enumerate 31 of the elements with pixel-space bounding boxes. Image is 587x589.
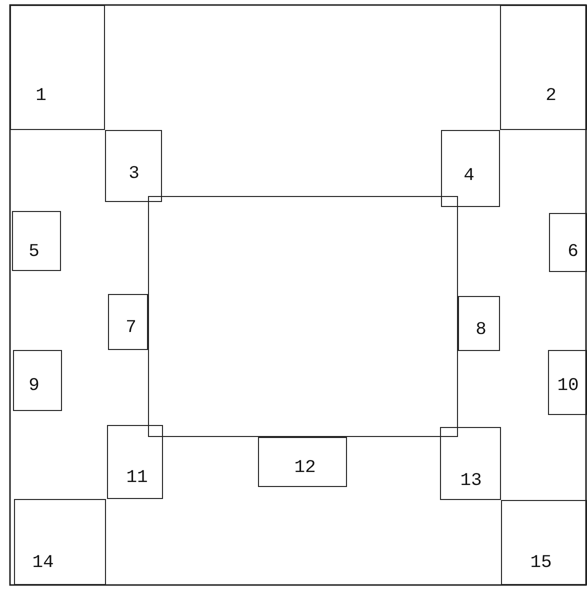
- region-number: 8: [476, 321, 486, 339]
- region-box: [440, 427, 501, 500]
- region-number: 14: [32, 554, 54, 572]
- region-box: [500, 5, 587, 130]
- region-box: [458, 296, 500, 351]
- region-box: [10, 5, 105, 130]
- region-box: [14, 499, 106, 585]
- center-rectangle: [148, 196, 458, 437]
- region-number: 15: [530, 554, 552, 572]
- region-box: [13, 350, 62, 411]
- region-number: 2: [546, 87, 556, 105]
- region-box: [501, 500, 587, 585]
- region-number: 11: [126, 469, 148, 487]
- region-number: 9: [28, 377, 40, 395]
- region-box: [12, 211, 61, 271]
- region-number: 12: [294, 459, 316, 477]
- region-box: [548, 350, 587, 415]
- region-box: [441, 130, 500, 207]
- region-box: [105, 130, 162, 202]
- region-box: [107, 425, 163, 499]
- region-number: 7: [126, 319, 136, 337]
- region-number: 5: [28, 243, 40, 261]
- region-number: 3: [128, 165, 140, 183]
- region-number: 6: [568, 243, 578, 261]
- region-number: 4: [464, 167, 474, 185]
- region-number: 13: [460, 472, 482, 490]
- region-box: [258, 437, 347, 487]
- region-number: 1: [36, 87, 46, 105]
- region-number: 10: [557, 377, 579, 395]
- region-box: [108, 294, 148, 350]
- region-box: [549, 213, 587, 272]
